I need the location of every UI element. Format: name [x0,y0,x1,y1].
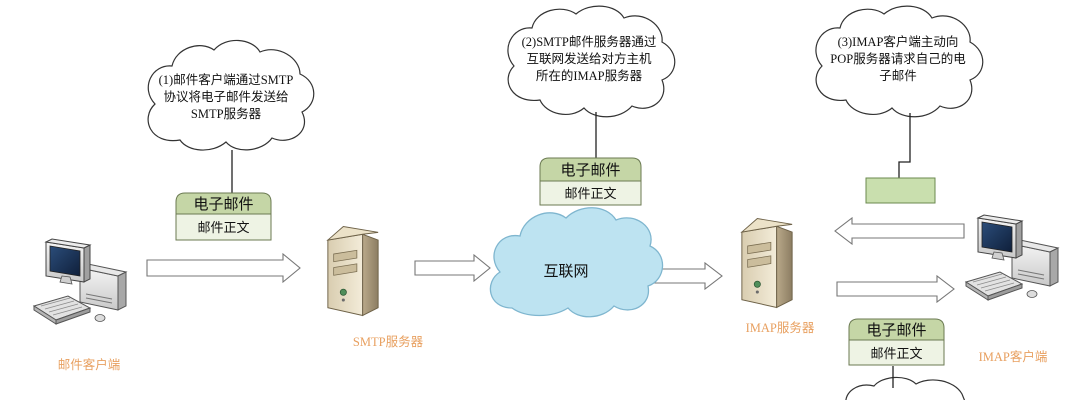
envelope3-body: 邮件正文 [870,346,922,361]
internet-label: 互联网 [543,263,588,280]
envelope2-title: 电子邮件 [560,162,620,179]
step2-line1: (2)SMTP邮件服务器通过 [522,34,657,49]
request-box [865,177,936,204]
step3-line3: 子邮件 [879,69,917,83]
caption-mail-client: 邮件客户端 [58,357,121,372]
arrow-imap-server-to-client [836,274,955,304]
envelope2-body: 邮件正文 [564,186,616,201]
envelope1-title: 电子邮件 [193,196,253,213]
thought-bubble-bottom [845,376,966,400]
thought-bubble-step2: (2)SMTP邮件服务器通过 互联网发送给对方主机 所在的IMAP服务器 [507,5,676,118]
step1-line1: (1)邮件客户端通过SMTP [159,72,294,87]
step1-line3: SMTP服务器 [191,106,262,121]
envelope1-body: 邮件正文 [197,220,249,235]
step3-line2: POP服务器请求自己的电 [830,51,966,66]
internet-cloud: 互联网 [489,207,664,318]
caption-smtp-server: SMTP服务器 [353,334,424,349]
step2-line2: 互联网发送给对方主机 [526,51,652,66]
email-envelope-1: 电子邮件 邮件正文 [175,192,272,241]
email-envelope-2: 电子邮件 邮件正文 [539,157,642,206]
thought-bubble-step1: (1)邮件客户端通过SMTP 协议将电子邮件发送给 SMTP服务器 [147,39,315,151]
step2-line3: 所在的IMAP服务器 [536,68,643,83]
imap-server-icon [741,218,793,308]
caption-imap-client: IMAP客户端 [979,349,1048,364]
thought-bubble-step3: (3)IMAP客户端主动向 POP服务器请求自己的电 子邮件 [815,5,984,118]
arrow-client-to-smtp [146,252,301,284]
step3-line1: (3)IMAP客户端主动向 [838,34,959,49]
step1-line2: 协议将电子邮件发送给 [163,89,288,104]
envelope3-title: 电子邮件 [866,322,926,339]
caption-imap-server: IMAP服务器 [746,320,815,335]
arrow-request-to-imap-server [834,216,965,246]
smtp-server-icon [327,226,379,316]
mail-client-computer-icon [33,238,127,325]
email-envelope-3: 电子邮件 邮件正文 [848,318,945,366]
imap-client-computer-icon [965,214,1059,301]
arrow-smtp-to-internet [414,253,491,283]
connector-step3 [898,113,911,178]
